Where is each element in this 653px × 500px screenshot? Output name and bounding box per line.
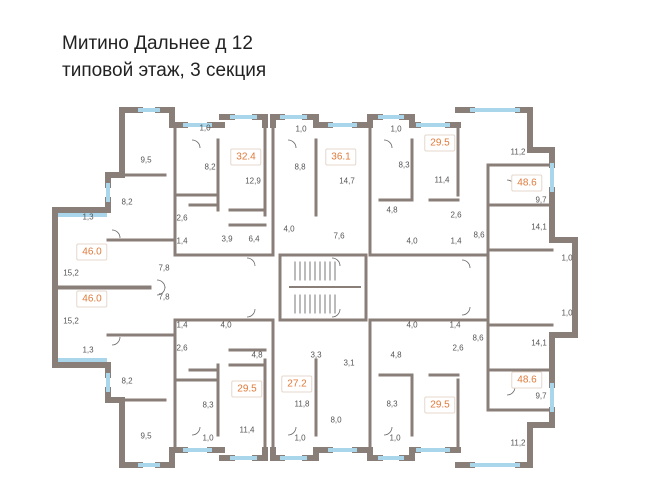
room-area: 1,0 [390,124,402,134]
room-area: 2,6 [452,343,464,353]
door-swing [156,279,166,289]
door-swing [191,426,201,436]
room-area: 1,0 [389,433,401,443]
door-swing [461,259,471,269]
room-area: 8,2 [121,197,133,207]
room-area: 1,0 [295,124,307,134]
door-swing [246,308,256,318]
room-area: 8,8 [294,162,306,172]
room-area: 2,6 [450,210,462,220]
room-area: 1,0 [202,433,214,443]
room-area: 4,0 [283,224,295,234]
title-line-1: Митино Дальнее д 12 [62,33,253,54]
room-area: 11,4 [434,175,450,185]
room-area: 1,4 [176,320,188,330]
room-area: 7,8 [158,263,170,273]
room-area: 1,0 [561,308,573,318]
door-swing [331,257,341,267]
apartment-area-badge[interactable]: 27.2 [281,375,313,393]
apartment-area-badge[interactable]: 48.6 [511,371,543,389]
apartment-area-badge[interactable]: 29.5 [424,396,456,414]
room-area: 9,7 [535,195,547,205]
door-swing [111,229,121,239]
room-area: 1,4 [449,320,461,330]
room-area: 7,8 [158,292,170,302]
room-area: 1,4 [176,236,188,246]
door-swing [111,336,121,346]
door-swing [383,426,393,436]
door-swing [191,139,201,149]
room-area: 12,9 [245,176,261,186]
room-area: 8,2 [121,376,133,386]
room-area: 9,5 [140,431,152,441]
room-area: 4,0 [406,236,418,246]
room-area: 1,0 [561,253,573,263]
apartment-area-badge[interactable]: 46.0 [76,290,108,308]
room-area: 4,0 [220,320,232,330]
door-swing [331,308,341,318]
room-area: 7,6 [333,231,345,241]
door-swing [246,257,256,267]
room-area: 11,8 [294,399,310,409]
door-swing [461,306,471,316]
apartment-area-badge[interactable]: 46.0 [76,243,108,261]
room-area: 8,3 [202,400,214,410]
room-area: 3,3 [310,350,322,360]
room-area: 8,0 [330,415,342,425]
apartment-area-badge[interactable]: 29.5 [231,380,263,398]
room-area: 4,0 [406,320,418,330]
room-area: 1,3 [82,345,94,355]
room-area: 15,2 [63,268,79,278]
room-area: 8,6 [473,230,485,240]
room-area: 1,0 [199,123,211,133]
room-area: 1,3 [82,212,94,222]
room-area: 1,0 [294,433,306,443]
room-area: 14,7 [339,176,355,186]
room-area: 4,8 [390,350,402,360]
apartment-area-badge[interactable]: 32.4 [230,148,262,166]
door-swing [287,426,297,436]
room-area: 1,4 [450,236,462,246]
room-area: 4,8 [251,350,263,360]
door-swing [156,286,166,296]
room-area: 8,2 [204,162,216,172]
room-area: 8,3 [386,399,398,409]
room-area: 2,6 [176,343,188,353]
room-area: 11,2 [510,147,526,157]
room-area: 9,7 [535,391,547,401]
room-area: 11,4 [239,425,255,435]
room-area: 11,2 [510,438,526,448]
room-area: 3,9 [221,234,233,244]
room-area: 8,6 [472,333,484,343]
room-area: 14,1 [531,222,547,232]
apartment-area-badge[interactable]: 36.1 [325,148,357,166]
door-swing [287,139,297,149]
room-area: 4,8 [386,205,398,215]
door-swing [383,139,393,149]
room-area: 6,4 [248,234,260,244]
room-area: 15,2 [63,316,79,326]
room-area: 3,1 [343,358,355,368]
stairwell [278,253,368,322]
title-line-2: типовой этаж, 3 секция [62,60,267,81]
room-area: 14,1 [531,338,547,348]
apartment-area-badge[interactable]: 48.6 [511,174,543,192]
room-area: 2,6 [176,213,188,223]
apartment-area-badge[interactable]: 29.5 [424,134,456,152]
room-area: 9,5 [140,155,152,165]
room-area: 8,3 [398,160,410,170]
